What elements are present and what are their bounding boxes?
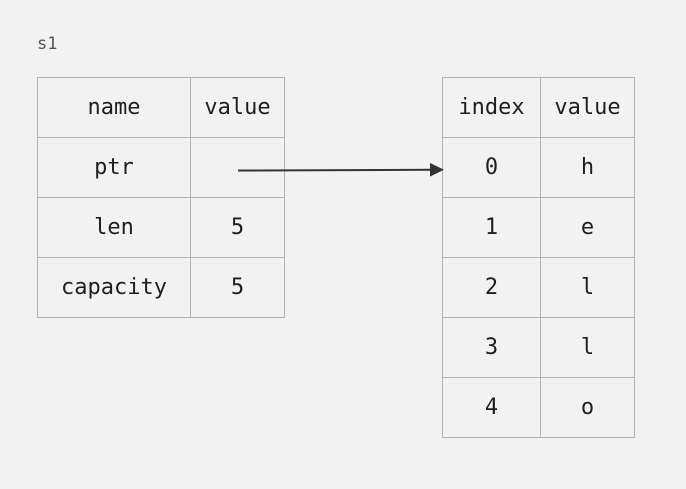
stack-row-capacity: capacity 5 <box>37 257 285 318</box>
variable-name-label: s1 <box>37 34 58 54</box>
heap-cell-value: o <box>540 377 635 438</box>
heap-cell-value: l <box>540 257 635 318</box>
stack-cell-value: 5 <box>190 197 285 258</box>
stack-table: name value ptr len 5 capacity 5 <box>37 77 285 318</box>
heap-cell-index: 2 <box>442 257 541 318</box>
heap-cell-index: 0 <box>442 137 541 198</box>
stack-row-ptr: ptr <box>37 137 285 198</box>
stack-cell-name: ptr <box>37 137 191 198</box>
stack-cell-value <box>190 137 285 198</box>
heap-table-header-row: index value <box>442 77 635 138</box>
heap-cell-value: h <box>540 137 635 198</box>
heap-table: index value 0 h 1 e 2 l 3 l 4 o <box>442 77 635 438</box>
heap-cell-index: 3 <box>442 317 541 378</box>
stack-table-header-row: name value <box>37 77 285 138</box>
heap-row: 3 l <box>442 317 635 378</box>
heap-cell-value: l <box>540 317 635 378</box>
stack-header-name: name <box>37 77 191 138</box>
heap-header-value: value <box>540 77 635 138</box>
heap-header-index: index <box>442 77 541 138</box>
stack-header-value: value <box>190 77 285 138</box>
stack-cell-name: capacity <box>37 257 191 318</box>
heap-row: 0 h <box>442 137 635 198</box>
heap-row: 4 o <box>442 377 635 438</box>
heap-row: 1 e <box>442 197 635 258</box>
stack-row-len: len 5 <box>37 197 285 258</box>
heap-cell-index: 1 <box>442 197 541 258</box>
stack-cell-name: len <box>37 197 191 258</box>
heap-cell-value: e <box>540 197 635 258</box>
heap-cell-index: 4 <box>442 377 541 438</box>
heap-row: 2 l <box>442 257 635 318</box>
stack-cell-value: 5 <box>190 257 285 318</box>
